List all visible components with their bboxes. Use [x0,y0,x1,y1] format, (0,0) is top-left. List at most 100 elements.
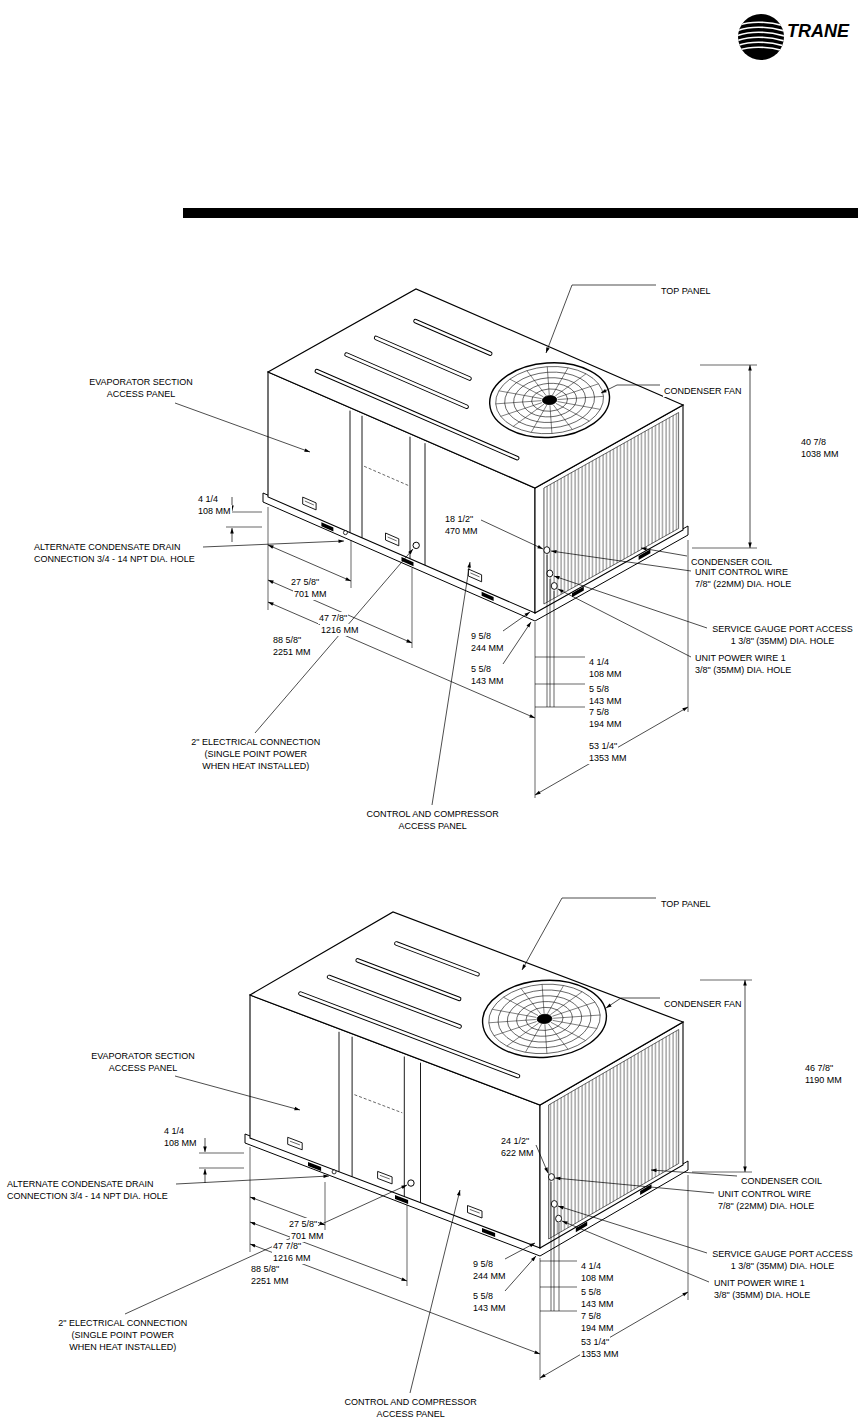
panel-handle [388,537,397,541]
leader-line [503,612,530,631]
fan-grille [553,1017,597,1031]
fan-grille [553,1015,600,1018]
arrowhead [529,714,535,718]
extension-line [199,1168,244,1169]
top-panel-rib [376,338,469,379]
dimension-label: 143 MM [580,1298,615,1310]
arrowhead [457,1190,461,1196]
hidden-line [354,1095,402,1113]
leader-line [551,551,691,571]
callout-label: TOP PANEL [660,285,712,297]
dimension-label: 470 MM [444,525,479,537]
leader-line [546,285,656,353]
label-slot: 53 1/4" [580,1331,612,1349]
arrowhead [203,1147,207,1153]
callout-label: CONDENSER FAN [663,998,743,1010]
leader-line [558,1206,707,1253]
label-slot: CONDENSER COIL [740,1170,825,1188]
dimension-label: 47 7/8" [272,1240,302,1252]
leader-line [555,1178,714,1193]
top-panel-rib [347,355,467,407]
panel-handle [468,1206,483,1219]
fan-grille [503,995,538,1018]
leader-line [641,548,687,556]
arrowhead [641,547,647,551]
leader-line [410,1190,460,1393]
fan-grille [515,1000,573,1038]
dimension-label: 7 5/8 [588,706,610,718]
arrowhead [558,1206,564,1210]
wire-hole [548,1174,554,1181]
top-panel [250,912,683,1105]
fan-grille [548,1022,568,1050]
leader-line [503,622,531,664]
fan-grille [556,401,590,423]
label-slot: 88 5/8" [250,1258,282,1276]
dimension-label: 1038 MM [800,448,840,460]
leader-line [606,998,660,1008]
label-slot: EVAPORATOR SECTION ACCESS PANEL [87,376,195,401]
panel-seam [404,1057,405,1197]
arrowhead [651,1169,657,1173]
arrowhead [522,964,526,970]
leader-line [651,1170,737,1176]
dimension-label: 5 5/8 [588,683,610,695]
leader-line [522,898,656,970]
arrowhead [537,545,543,549]
callout-label: UNIT POWER WIRE 1 3/8" (35MM) DIA. HOLE [713,1277,813,1301]
electrical-knockout [413,542,419,548]
label-slot: 2" ELECTRICAL CONNECTION (SINGLE POINT P… [56,1317,189,1354]
arrowhead [554,576,560,580]
label-slot: 7 5/8 [580,1305,604,1323]
fan-grille [556,384,599,398]
label-slot: 194 MM [588,713,624,731]
dimension-label: 47 7/8" [318,612,348,624]
top-panel-rib [415,321,490,353]
leader-line [432,562,470,805]
label-slot: CONTROL AND COMPRESSOR ACCESS PANEL [343,1396,479,1421]
arrowhead [682,1292,688,1296]
fan-grille [496,987,593,1051]
extension-line [688,540,689,712]
label-slot: 5 5/8 [588,678,612,696]
arrowhead [467,562,471,568]
fan-grille [547,367,549,395]
panel-seam [410,437,411,559]
top-panel-rib [415,321,490,353]
top-panel-rib [396,943,477,974]
arrowhead [743,1167,747,1173]
extension-line [407,1205,408,1286]
label-slot: EVAPORATOR SECTION ACCESS PANEL [89,1050,197,1075]
arrowhead [551,550,557,554]
label-slot: 194 MM [580,1317,616,1335]
dimension-label: 53 1/4" [588,740,618,752]
dimension-label: 701 MM [293,588,328,600]
dimension-label: 5 5/8 [470,663,492,675]
fan-grille [496,401,541,404]
leader-line [176,1176,329,1184]
label-slot: 108 MM [588,663,624,681]
dimension-label: 40 7/8 [800,436,827,448]
dimension-label: 27 5/8" [288,1218,318,1230]
wire-hole [551,583,557,590]
fan-grille [486,980,602,1057]
panel-handle [470,573,479,577]
fan-grille [492,1006,536,1020]
extension-line [199,1153,244,1154]
callout-label: EVAPORATOR SECTION ACCESS PANEL [89,1050,197,1074]
label-slot: CONDENSER FAN [663,993,744,1011]
callout-label: CONTROL AND COMPRESSOR ACCESS PANEL [343,1396,479,1420]
panel-handle [305,501,314,505]
label-slot: 1190 MM [804,1069,844,1087]
dimension-label: 88 5/8" [250,1263,280,1275]
fan-grille [552,1002,596,1016]
leader-line [505,1243,535,1259]
extension-line [535,657,585,658]
arrowhead [743,980,747,986]
dimension-label: 46 7/8" [804,1062,834,1074]
label-slot: 47 7/8" [318,607,350,625]
dimension-line [745,980,746,1172]
extension-line [700,365,757,366]
callout-label: 2" ELECTRICAL CONNECTION (SINGLE POINT P… [189,736,322,772]
top-panel-rib [329,977,460,1026]
